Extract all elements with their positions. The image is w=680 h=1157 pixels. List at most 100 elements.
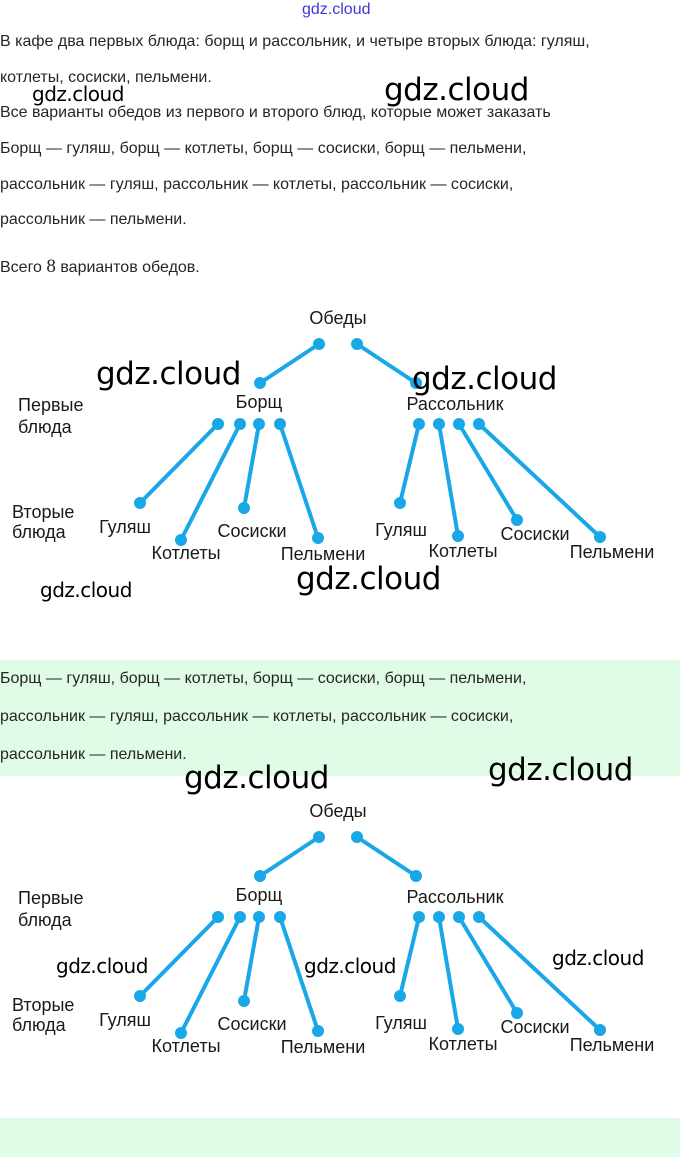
tree-dot [274, 911, 286, 923]
root-label: Обеды [309, 308, 366, 328]
total-prefix: Всего [0, 259, 47, 276]
answer-text-line: Борщ — гуляш, борщ — котлеты, борщ — сос… [0, 670, 527, 687]
watermark: gdz.cloud [412, 361, 557, 397]
answer-band-bottom [0, 1118, 680, 1157]
watermark: gdz.cloud [96, 356, 241, 392]
tree-edge [138, 422, 220, 505]
second-dish-label: Гуляш [375, 1013, 427, 1033]
tree-dot [312, 1025, 324, 1037]
tree-dot [134, 497, 146, 509]
tree-dot [254, 377, 266, 389]
answer-text-line: рассольник — пельмени. [0, 746, 187, 763]
tree-edge [398, 915, 421, 998]
second-dish-label: Сосиски [218, 1014, 287, 1034]
tree-dot [351, 338, 363, 350]
problem-text-line: рассольник — гуляш, рассольник — котлеты… [0, 176, 514, 193]
tree-dot [511, 514, 523, 526]
tree-edge [477, 422, 602, 539]
root-label: Обеды [309, 801, 366, 821]
tree-dot [413, 418, 425, 430]
tree-dot [394, 497, 406, 509]
second-dish-label: Гуляш [375, 520, 427, 540]
tree-edge [457, 915, 519, 1015]
second-dish-label: Пельмени [281, 1037, 366, 1057]
second-dish-label: Сосиски [501, 1017, 570, 1037]
total-number: 8 [46, 256, 56, 277]
watermark: gdz.cloud [384, 72, 529, 108]
tree-dot [212, 911, 224, 923]
tree-dot [313, 338, 325, 350]
problem-text-line: котлеты, сосиски, пельмени. [0, 69, 212, 86]
second-dish-label: Котлеты [428, 1034, 497, 1054]
level-label: блюда [12, 1015, 67, 1035]
tree-edge [242, 422, 261, 510]
tree-dot [313, 831, 325, 843]
level-label: блюда [12, 522, 67, 542]
tree-edge [437, 422, 460, 538]
tree-dot [433, 911, 445, 923]
tree-edge [179, 422, 242, 542]
problem-text-line: рассольник — пельмени. [0, 211, 187, 228]
tree-edge [138, 915, 220, 998]
second-dish-label: Сосиски [501, 524, 570, 544]
problem-text-line: В кафе два первых блюда: борщ и рассольн… [0, 33, 590, 50]
total-text: Всего 8 вариантов обедов. [0, 256, 200, 278]
watermark: gdz.cloud [488, 752, 633, 788]
first-dish-label: Рассольник [407, 394, 504, 414]
tree-dot [453, 418, 465, 430]
tree-dot [473, 911, 485, 923]
watermark: gdz.cloud [296, 561, 441, 597]
tree-dot [274, 418, 286, 430]
first-dish-label: Борщ [236, 885, 283, 905]
second-dish-label: Котлеты [151, 1036, 220, 1056]
tree-edge [242, 915, 261, 1003]
watermark: gdz.cloud [304, 954, 396, 978]
tree-edge [355, 835, 418, 878]
tree-dot [212, 418, 224, 430]
tree-dot [594, 1024, 606, 1036]
tree-edge [477, 915, 602, 1032]
tree-dot [410, 870, 422, 882]
level-label: блюда [18, 417, 73, 437]
tree-dot [452, 530, 464, 542]
tree-dot [253, 911, 265, 923]
second-dish-label: Котлеты [428, 541, 497, 561]
tree-dot [433, 418, 445, 430]
tree-dot [312, 532, 324, 544]
second-dish-label: Гуляш [99, 517, 151, 537]
answer-text-line: рассольник — гуляш, рассольник — котлеты… [0, 708, 514, 725]
tree-dot [452, 1023, 464, 1035]
second-dish-label: Сосиски [218, 521, 287, 541]
second-dish-label: Пельмени [570, 542, 655, 562]
tree-dot [453, 911, 465, 923]
tree-edge [437, 915, 460, 1031]
tree-dot [234, 911, 246, 923]
tree-edge [278, 915, 320, 1033]
tree-dot [253, 418, 265, 430]
watermark-top[interactable]: gdz.cloud [302, 1, 371, 18]
tree-edge [355, 342, 418, 385]
tree-dot [473, 418, 485, 430]
tree-dot [254, 870, 266, 882]
level-label: блюда [18, 910, 73, 930]
tree-edge [398, 422, 421, 505]
tree-dot [511, 1007, 523, 1019]
first-dish-label: Борщ [236, 392, 283, 412]
tree-dot [238, 502, 250, 514]
tree-edge [258, 342, 321, 385]
tree-edge [457, 422, 519, 522]
tree-dot [234, 418, 246, 430]
total-suffix: вариантов обедов. [55, 259, 200, 276]
tree-dot [134, 990, 146, 1002]
level-label: Первые [18, 888, 83, 908]
answer-band [0, 660, 680, 776]
tree-dot [238, 995, 250, 1007]
second-dish-label: Котлеты [151, 543, 220, 563]
second-dish-label: Пельмени [570, 1035, 655, 1055]
tree-dot [413, 911, 425, 923]
tree-dot [175, 534, 187, 546]
level-label: Вторые [12, 502, 74, 522]
tree-dot [394, 990, 406, 1002]
